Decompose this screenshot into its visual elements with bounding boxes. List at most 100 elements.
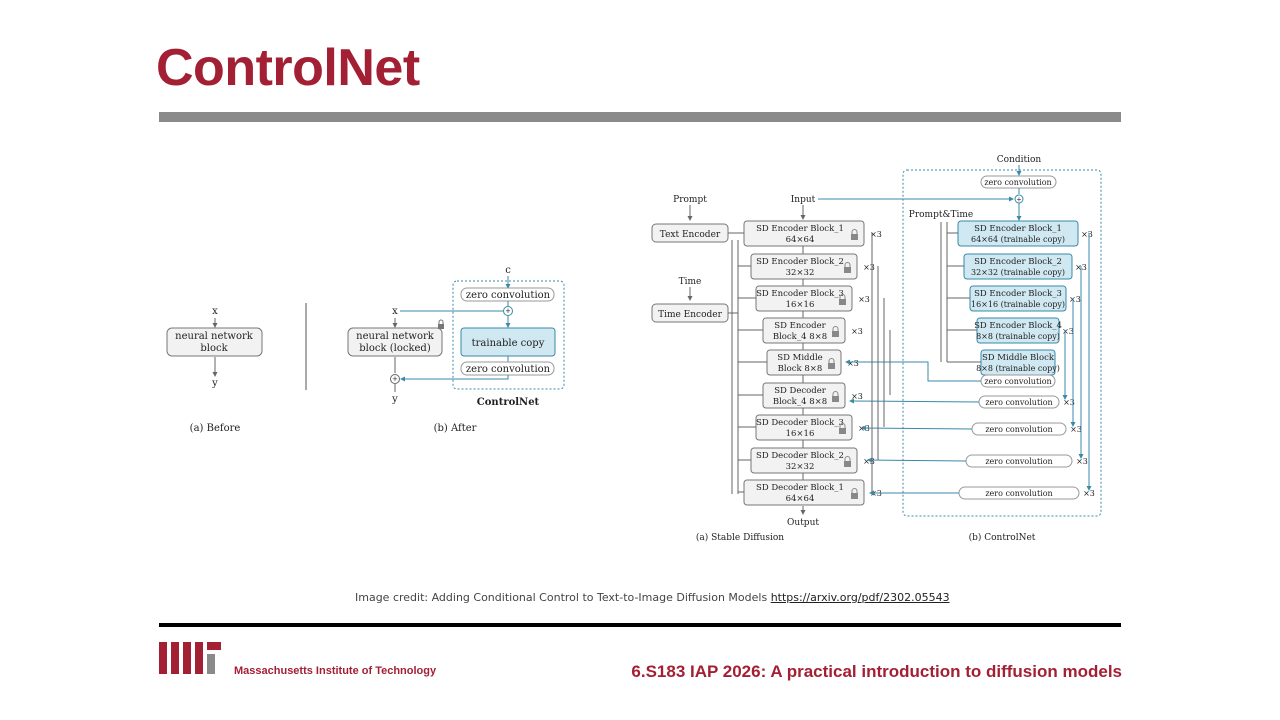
svg-text:Block_4 8×8: Block_4 8×8 <box>773 332 827 342</box>
times3-label: ×3 <box>1081 230 1093 239</box>
svg-text:64×64: 64×64 <box>786 494 815 504</box>
lock-icon <box>844 262 851 273</box>
svg-text:+: + <box>392 374 397 384</box>
svg-text:Prompt&Time: Prompt&Time <box>909 210 973 220</box>
times3-label: ×3 <box>1076 457 1088 466</box>
times3-label: ×3 <box>1070 425 1082 434</box>
caption-after: (b) After <box>434 423 477 434</box>
svg-text:neural network: neural network <box>356 331 435 342</box>
svg-text:32×32: 32×32 <box>786 462 815 472</box>
svg-text:Text Encoder: Text Encoder <box>660 230 721 240</box>
svg-text:SD Decoder: SD Decoder <box>774 386 827 396</box>
svg-text:+: + <box>505 306 510 316</box>
svg-text:zero convolution: zero convolution <box>984 377 1051 386</box>
lock-icon <box>839 294 846 305</box>
caption-before: (a) Before <box>190 423 241 434</box>
svg-text:8×8 (trainable copy): 8×8 (trainable copy) <box>976 332 1060 341</box>
svg-text:SD Encoder Block_3: SD Encoder Block_3 <box>974 289 1062 299</box>
times3-label: ×3 <box>1063 398 1075 407</box>
times3-label: ×3 <box>851 392 863 401</box>
lock-icon <box>832 391 839 402</box>
svg-text:SD Decoder Block_2: SD Decoder Block_2 <box>756 451 844 461</box>
lock-icon <box>438 319 444 329</box>
svg-text:zero convolution: zero convolution <box>985 398 1052 407</box>
svg-text:Condition: Condition <box>997 155 1042 165</box>
lock-icon <box>851 488 858 499</box>
svg-text:SD Middle Block: SD Middle Block <box>982 353 1055 363</box>
lock-icon <box>851 229 858 240</box>
svg-text:16×16: 16×16 <box>786 300 815 310</box>
footer-divider <box>159 623 1121 627</box>
before-diagram: x neural network block y (a) Before <box>166 306 263 434</box>
before-y-label: y <box>211 378 218 389</box>
times3-label: ×3 <box>1083 489 1095 498</box>
svg-text:zero convolution: zero convolution <box>985 425 1052 434</box>
svg-text:64×64: 64×64 <box>786 235 815 245</box>
svg-text:SD Encoder: SD Encoder <box>774 321 826 331</box>
after-x-label: x <box>392 306 398 317</box>
svg-text:Block 8×8: Block 8×8 <box>778 364 823 374</box>
svg-text:16×16: 16×16 <box>786 429 815 439</box>
svg-text:SD Encoder Block_4: SD Encoder Block_4 <box>974 321 1062 331</box>
lock-icon <box>832 326 839 337</box>
svg-text:+: + <box>1017 195 1022 204</box>
stable-diffusion-controlnet-diagram: Prompt Text Encoder Time Time Encoder In… <box>651 155 1102 543</box>
svg-text:neural network: neural network <box>175 331 254 342</box>
locked-block <box>347 327 443 357</box>
times3-label: ×3 <box>1069 295 1081 304</box>
svg-text:Block_4 8×8: Block_4 8×8 <box>773 397 827 407</box>
before-x-label: x <box>212 306 218 317</box>
svg-text:Input: Input <box>791 195 816 205</box>
svg-text:64×64 (trainable copy): 64×64 (trainable copy) <box>971 235 1065 244</box>
svg-text:SD Middle: SD Middle <box>777 353 822 363</box>
svg-text:block (locked): block (locked) <box>359 343 431 354</box>
institution-name: Massachusetts Institute of Technology <box>234 665 437 677</box>
svg-text:zero convolution: zero convolution <box>466 364 551 375</box>
svg-text:Prompt: Prompt <box>673 195 707 205</box>
image-credit: Image credit: Adding Conditional Control… <box>355 591 950 604</box>
svg-text:SD Encoder Block_3: SD Encoder Block_3 <box>756 289 844 299</box>
svg-text:zero convolution: zero convolution <box>466 290 551 301</box>
svg-text:8×8 (trainable copy): 8×8 (trainable copy) <box>976 364 1060 373</box>
times3-label: ×3 <box>870 230 882 239</box>
svg-text:SD Encoder Block_1: SD Encoder Block_1 <box>974 224 1062 234</box>
lock-icon <box>844 456 851 467</box>
times3-label: ×3 <box>847 359 859 368</box>
svg-text:zero convolution: zero convolution <box>985 489 1052 498</box>
lock-icon <box>828 358 835 369</box>
neural-network-block <box>166 327 263 357</box>
times3-label: ×3 <box>851 327 863 336</box>
svg-text:SD Decoder Block_3: SD Decoder Block_3 <box>756 418 844 428</box>
svg-text:32×32 (trainable copy): 32×32 (trainable copy) <box>971 268 1065 277</box>
svg-text:ControlNet: ControlNet <box>477 397 540 408</box>
svg-text:SD Encoder Block_2: SD Encoder Block_2 <box>974 257 1062 267</box>
times3-label: ×3 <box>1062 327 1074 336</box>
slide-title: ControlNet <box>156 39 420 97</box>
caption-cn: (b) ControlNet <box>969 532 1036 543</box>
svg-text:SD Decoder Block_1: SD Decoder Block_1 <box>756 483 844 493</box>
times3-label: ×3 <box>863 263 875 272</box>
after-diagram: x neural network block (locked) + y c ze… <box>347 265 565 434</box>
svg-text:zero convolution: zero convolution <box>984 178 1051 187</box>
times3-label: ×3 <box>858 295 870 304</box>
svg-text:y: y <box>391 394 398 405</box>
times3-label: ×3 <box>863 457 875 466</box>
caption-sd: (a) Stable Diffusion <box>696 532 784 543</box>
lock-icon <box>839 423 846 434</box>
svg-text:c: c <box>505 265 511 276</box>
svg-text:Output: Output <box>787 518 819 528</box>
credit-link[interactable]: https://arxiv.org/pdf/2302.05543 <box>770 591 950 604</box>
svg-text:SD Encoder Block_2: SD Encoder Block_2 <box>756 257 844 267</box>
controlnet-dashed-region <box>902 169 1102 517</box>
course-title: 6.S183 IAP 2026: A practical introductio… <box>631 662 1122 681</box>
svg-text:zero convolution: zero convolution <box>985 457 1052 466</box>
svg-text:Time: Time <box>679 277 702 287</box>
svg-text:16×16 (trainable copy): 16×16 (trainable copy) <box>971 300 1065 309</box>
svg-text:Time Encoder: Time Encoder <box>658 310 723 320</box>
svg-text:trainable copy: trainable copy <box>472 338 545 349</box>
svg-text:block: block <box>200 343 228 354</box>
svg-text:SD Encoder Block_1: SD Encoder Block_1 <box>756 224 844 234</box>
title-divider <box>159 112 1121 122</box>
svg-text:32×32: 32×32 <box>786 268 815 278</box>
